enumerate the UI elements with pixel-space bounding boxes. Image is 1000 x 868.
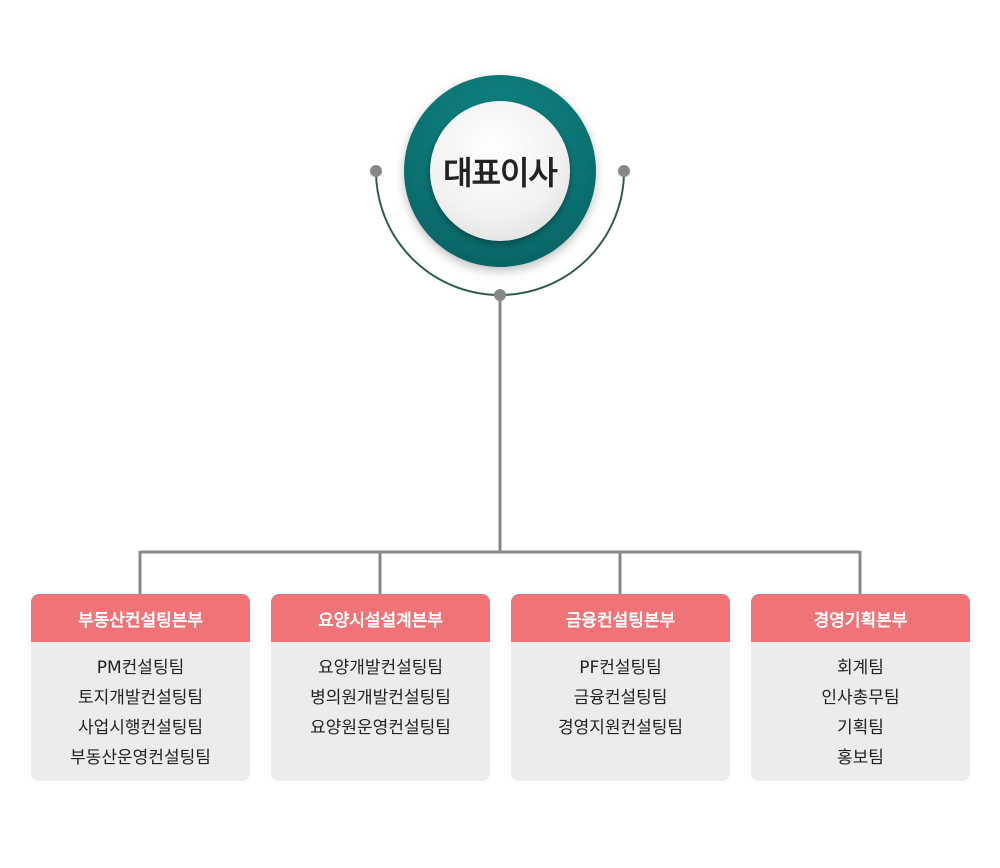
dept-header: 부동산컨설팅본부: [31, 594, 250, 642]
team-item: 토지개발컨설팅팀: [77, 688, 204, 708]
team-item: PF컨설팅팀: [579, 658, 662, 678]
dept-management-planning: 경영기획본부 회계팀 인사총무팀 기획팀 홍보팀: [751, 594, 970, 781]
team-item: 사업시행컨설팅팀: [77, 718, 204, 738]
team-list: PM컨설팅팀 토지개발컨설팅팀 사업시행컨설팅팀 부동산운영컨설팅팀: [31, 642, 250, 773]
team-item: 회계팀: [837, 658, 884, 678]
team-item: 홍보팀: [837, 748, 884, 768]
dept-header: 요양시설설계본부: [271, 594, 490, 642]
team-item: 요양개발컨설팅팀: [317, 658, 444, 678]
dept-header: 경영기획본부: [751, 594, 970, 642]
team-item: 기획팀: [837, 718, 884, 738]
dept-care-facility-design: 요양시설설계본부 요양개발컨설팅팀 병의원개발컨설팅팀 요양원운영컨설팅팀: [271, 594, 490, 781]
ceo-node: 대표이사: [430, 101, 570, 241]
team-list: 회계팀 인사총무팀 기획팀 홍보팀: [751, 642, 970, 773]
arc-dot-left: [370, 165, 382, 177]
team-item: 요양원운영컨설팅팀: [310, 718, 451, 738]
team-item: 금융컨설팅팀: [573, 688, 668, 708]
dept-real-estate-consulting: 부동산컨설팅본부 PM컨설팅팀 토지개발컨설팅팀 사업시행컨설팅팀 부동산운영컨…: [31, 594, 250, 781]
ceo-title: 대표이사: [443, 154, 558, 192]
team-list: PF컨설팅팀 금융컨설팅팀 경영지원컨설팅팀: [511, 642, 730, 743]
team-item: PM컨설팅팀: [96, 658, 185, 678]
team-item: 부동산운영컨설팅팀: [70, 748, 211, 768]
team-item: 경영지원컨설팅팀: [557, 718, 684, 738]
team-list: 요양개발컨설팅팀 병의원개발컨설팅팀 요양원운영컨설팅팀: [271, 642, 490, 743]
dept-finance-consulting: 금융컨설팅본부 PF컨설팅팀 금융컨설팅팀 경영지원컨설팅팀: [511, 594, 730, 781]
arc-dot-right: [618, 165, 630, 177]
team-item: 인사총무팀: [821, 688, 900, 708]
team-item: 병의원개발컨설팅팀: [310, 688, 451, 708]
dept-header: 금융컨설팅본부: [511, 594, 730, 642]
arc-dot-bottom: [494, 289, 506, 301]
